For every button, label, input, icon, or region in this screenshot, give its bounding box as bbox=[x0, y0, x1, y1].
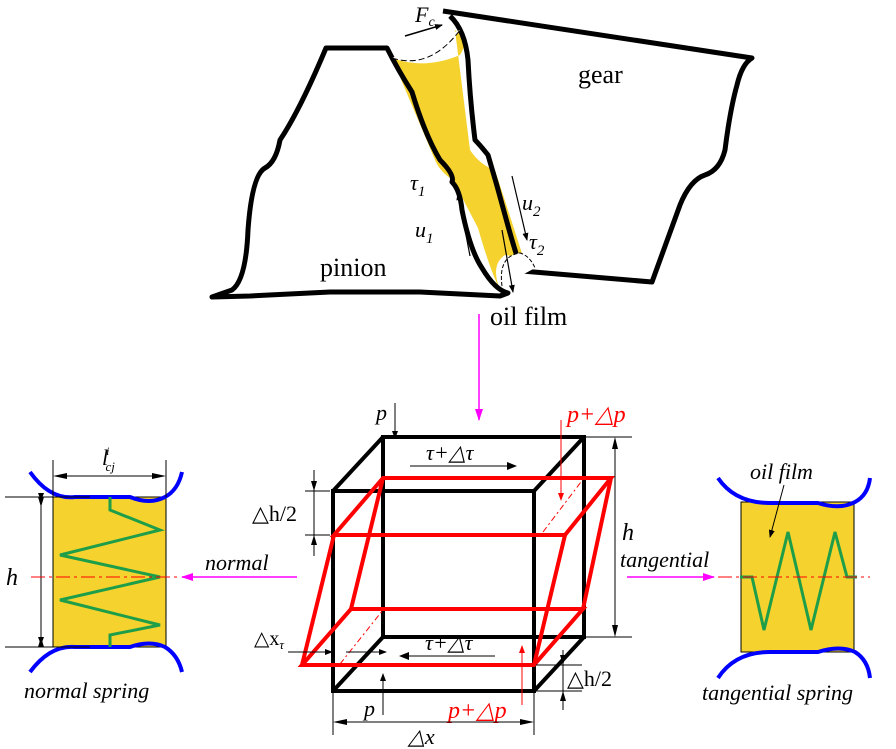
tangential-bottom-surface bbox=[716, 646, 872, 680]
p-bottom-label: p bbox=[362, 696, 375, 721]
normal-spring-caption: normal spring bbox=[24, 678, 149, 703]
u1-label: u1 bbox=[415, 217, 434, 247]
normal-oil-block bbox=[52, 496, 167, 648]
undeformed-cube bbox=[331, 435, 586, 693]
pinion-outline bbox=[209, 45, 511, 300]
dh-half-left-label: △h/2 bbox=[252, 501, 297, 526]
normal-top-surface bbox=[28, 470, 184, 503]
p-top-label: p bbox=[374, 400, 387, 425]
oil-film-pointer bbox=[501, 229, 515, 293]
tau-top-label: τ+△τ bbox=[426, 440, 475, 465]
tangential-label: tangential bbox=[620, 547, 709, 572]
gear-mesh-section: Fc gear pinion τ1 u1 u2 τ2 oil film bbox=[209, 2, 755, 331]
pinion-label: pinion bbox=[320, 253, 386, 282]
gear-label: gear bbox=[578, 60, 623, 89]
normal-bottom-surface bbox=[28, 641, 184, 674]
deformed-element bbox=[297, 476, 616, 667]
h-label: h bbox=[6, 565, 18, 591]
oil-film-region bbox=[392, 30, 528, 290]
contact-arc-top bbox=[391, 29, 461, 62]
tangential-top-surface bbox=[716, 476, 872, 509]
dh-half-right-label: △h/2 bbox=[567, 666, 612, 691]
tangential-spring-caption: tangential spring bbox=[702, 680, 853, 705]
u2-label: u2 bbox=[522, 190, 541, 220]
dx-label: △x bbox=[407, 724, 435, 749]
tau2-label: τ2 bbox=[529, 229, 545, 259]
p-dp-top-label: p+△p bbox=[565, 402, 626, 428]
normal-label: normal bbox=[205, 550, 269, 575]
oil-film-label: oil film bbox=[490, 302, 567, 331]
contact-arc-bottom bbox=[500, 252, 536, 287]
tangential-oil-film-label: oil film bbox=[750, 459, 813, 484]
force-arrow bbox=[404, 24, 443, 37]
tangential-spring-section: tangential oil film tangential spring bbox=[620, 459, 872, 705]
tau1-label: τ1 bbox=[410, 170, 425, 200]
u2-arrow bbox=[511, 175, 529, 241]
u1-arrow bbox=[456, 192, 471, 257]
fluid-element-section: p τ+△τ p+△p △h/2 h △xτ τ+△τ p p+△p bbox=[252, 400, 634, 749]
h-element-label: h bbox=[622, 520, 634, 546]
p-dp-bottom-label: p+△p bbox=[446, 698, 507, 724]
force-label: Fc bbox=[414, 2, 435, 30]
tau-bottom-label: τ+△τ bbox=[425, 630, 474, 655]
tangential-spring-zigzag bbox=[740, 531, 857, 631]
dx-tau-label: △xτ bbox=[254, 628, 285, 652]
